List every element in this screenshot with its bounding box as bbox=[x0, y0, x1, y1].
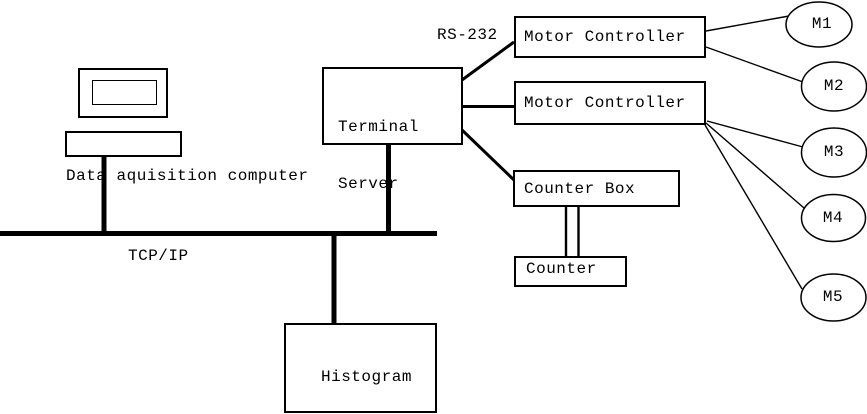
motor-m2-label: M2 bbox=[823, 77, 845, 95]
motor-controller-1-box bbox=[514, 16, 706, 58]
terminal-server-label-line1: Terminal bbox=[338, 118, 419, 136]
counter-label: Counter bbox=[526, 260, 597, 278]
link-mc1-to-m1 bbox=[705, 15, 790, 32]
histogram-memory-label-line1: Histogram bbox=[321, 368, 412, 386]
link-mc2-to-m4 bbox=[705, 122, 805, 209]
motor-m1-label: M1 bbox=[811, 15, 833, 33]
serial-link-ts-to-motor-controller-1 bbox=[461, 40, 515, 82]
motor-m4-label: M4 bbox=[822, 209, 844, 227]
motor-m5-ellipse bbox=[800, 273, 867, 322]
link-mc2-to-m5 bbox=[704, 124, 803, 290]
motor-controller-2-box bbox=[514, 81, 706, 125]
motor-m4-ellipse bbox=[800, 193, 867, 243]
motor-m3-label: M3 bbox=[823, 143, 845, 161]
histogram-memory-box bbox=[284, 323, 437, 413]
motor-m5-label: M5 bbox=[822, 288, 844, 306]
motor-controller-2-label: Motor Controller bbox=[524, 94, 686, 112]
serial-link-ts-to-counter-box bbox=[460, 128, 517, 183]
terminal-server-box bbox=[322, 67, 463, 145]
motor-m1-ellipse bbox=[785, 1, 853, 48]
link-mc2-to-m3 bbox=[706, 120, 804, 148]
counter-box-label: Counter Box bbox=[524, 180, 636, 198]
counter-box-box bbox=[513, 170, 680, 207]
computer-screen-icon bbox=[92, 80, 157, 105]
histogram-memory-label: Histogram Memory bbox=[321, 330, 412, 414]
terminal-server-label-line2: Server bbox=[338, 175, 399, 193]
rs232-label: RS-232 bbox=[437, 26, 498, 44]
link-mc1-to-m2 bbox=[705, 46, 804, 83]
computer-keyboard-icon bbox=[65, 131, 182, 157]
counter-box bbox=[514, 256, 627, 287]
computer-caption: Data aquisition computer bbox=[66, 167, 309, 185]
tcpip-bus-label: TCP/IP bbox=[128, 247, 189, 265]
motor-controller-1-label: Motor Controller bbox=[524, 28, 686, 46]
terminal-server-label: Terminal Server bbox=[338, 80, 419, 232]
